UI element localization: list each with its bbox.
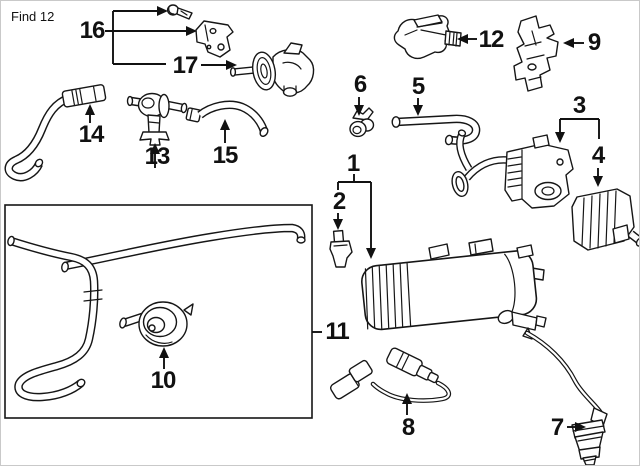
part9-bracket-drawing[interactable] [513, 15, 559, 92]
callout-5[interactable]: 5 [411, 73, 425, 100]
part2-sensor-drawing[interactable] [329, 229, 353, 268]
callout-8[interactable]: 8 [401, 414, 415, 441]
part10-valve-drawing[interactable] [119, 301, 194, 347]
part16-bracket-drawing[interactable] [195, 20, 234, 58]
part12-valve-drawing[interactable] [393, 14, 462, 60]
callout-9[interactable]: 9 [587, 29, 601, 56]
leader-lines [85, 6, 603, 432]
part8-oxygen-sensor-drawing[interactable] [327, 347, 452, 403]
callout-14[interactable]: 14 [78, 121, 105, 148]
callout-2[interactable]: 2 [332, 188, 346, 215]
callout-16[interactable]: 16 [79, 17, 106, 44]
callout-3[interactable]: 3 [572, 92, 586, 119]
callout-11[interactable]: 11 [325, 318, 349, 345]
part1-canister-drawing[interactable] [360, 238, 545, 331]
callout-17[interactable]: 17 [172, 52, 199, 79]
part13-valve-drawing[interactable] [126, 92, 188, 146]
callout-4[interactable]: 4 [591, 142, 605, 169]
callout-7[interactable]: 7 [550, 414, 564, 441]
callout-15[interactable]: 15 [212, 142, 239, 169]
callout-10[interactable]: 10 [150, 367, 177, 394]
callout-1[interactable]: 1 [346, 150, 360, 177]
part6-clamp-drawing[interactable] [349, 107, 375, 138]
callout-6[interactable]: 6 [353, 71, 367, 98]
part11-box-outline [4, 204, 313, 419]
part16-bolt-drawing[interactable] [166, 4, 193, 20]
part17-valve-drawing[interactable] [229, 42, 315, 97]
part11-hose-assembly-drawing[interactable] [4, 204, 313, 419]
part3-valve-assembly-drawing[interactable] [450, 129, 574, 209]
part4-filter-drawing[interactable] [571, 188, 640, 251]
callout-12[interactable]: 12 [478, 26, 505, 53]
part15-hose-drawing[interactable] [185, 100, 270, 138]
part14-hose-drawing[interactable] [4, 84, 107, 182]
part7-oxygen-sensor-drawing[interactable] [496, 308, 608, 465]
find-instruction: Find 12 [11, 9, 55, 24]
callout-13[interactable]: 13 [144, 143, 171, 170]
